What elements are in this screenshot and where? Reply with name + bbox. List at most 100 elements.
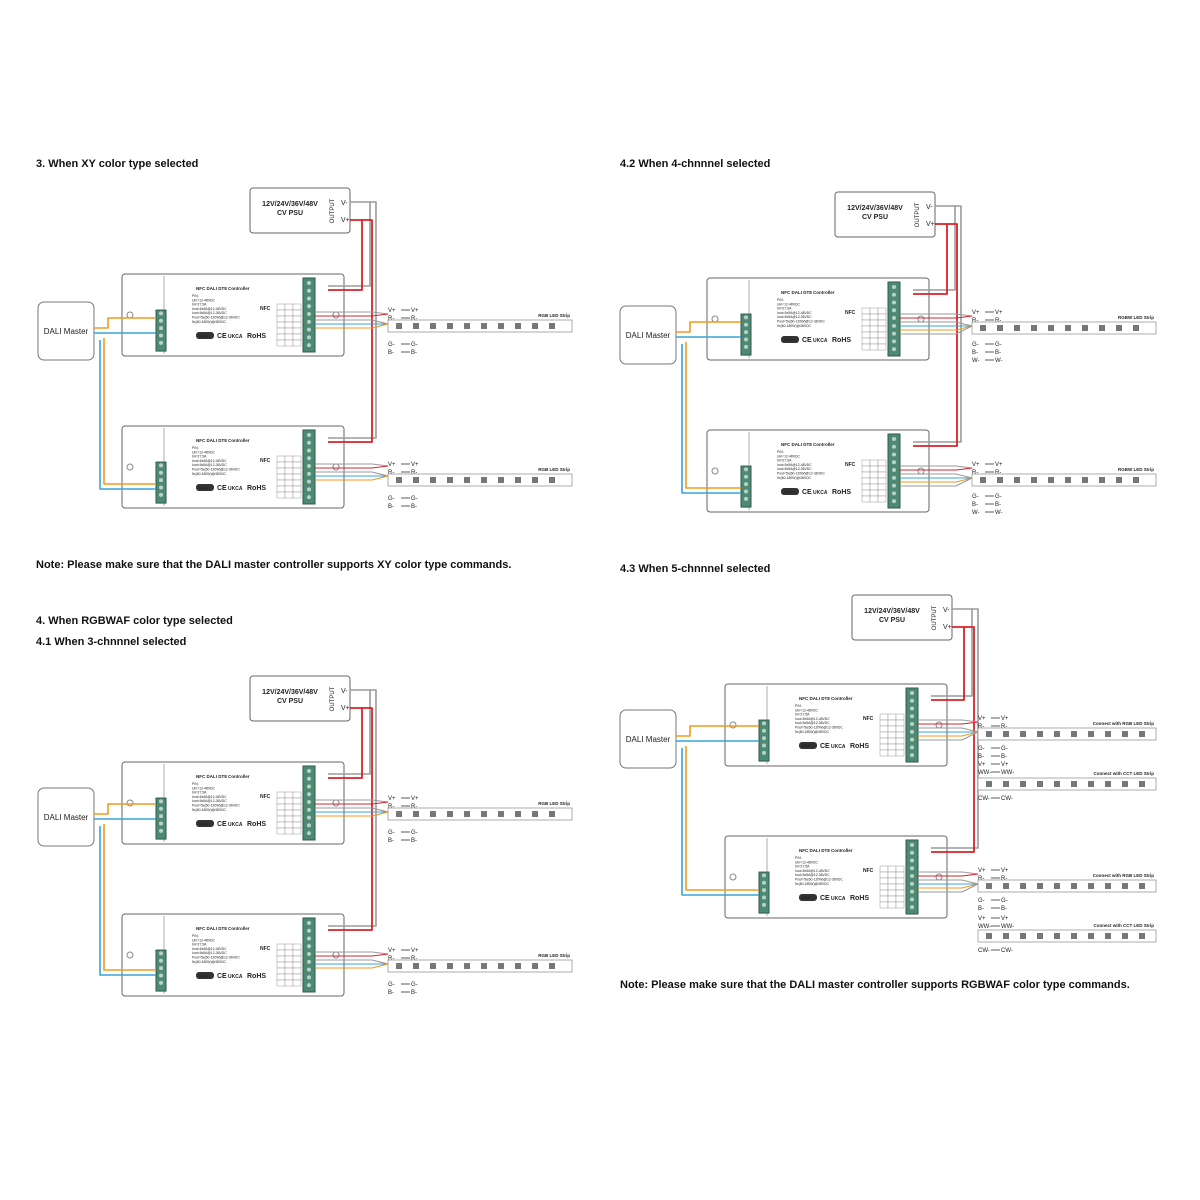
controller: NFC DALI DT8 ControllerP/N:Uin=12-48VDCI… bbox=[724, 683, 948, 767]
psu-positive-wire bbox=[328, 219, 373, 443]
nfc-mark: NFC bbox=[260, 458, 271, 464]
channel-table-cell bbox=[276, 455, 286, 463]
output-wire bbox=[315, 959, 389, 965]
strip-led bbox=[1065, 477, 1071, 483]
strip-led bbox=[1037, 731, 1043, 737]
terminal-screw bbox=[307, 944, 311, 949]
channel-table-cell bbox=[276, 461, 286, 469]
channel-table-cell bbox=[292, 461, 302, 469]
channel-table-cell bbox=[877, 307, 887, 315]
channel-table-cell bbox=[887, 725, 897, 733]
terminal-label: R- bbox=[388, 804, 394, 810]
psu-type-label: CV PSU bbox=[277, 698, 303, 705]
strip-led bbox=[986, 731, 992, 737]
controller-spec: Iin=27.5A bbox=[192, 303, 207, 307]
terminal-screw bbox=[910, 843, 914, 847]
channel-table-cell bbox=[895, 737, 905, 745]
strip-led bbox=[549, 811, 555, 817]
channel-table-cell bbox=[879, 749, 889, 757]
terminal-label: B- bbox=[411, 990, 417, 996]
controller-spec: Uin=12-48VDC bbox=[192, 786, 215, 790]
nfc-mark: NFC bbox=[845, 462, 856, 468]
psu-positive-wire bbox=[913, 223, 948, 295]
terminal-screw bbox=[744, 322, 748, 327]
controller-spec: 5x(60-180W)@48VDC bbox=[192, 808, 227, 812]
controller-spec: P/N: bbox=[192, 782, 199, 786]
channel-table-cell bbox=[879, 713, 889, 721]
channel-table-cell bbox=[877, 465, 887, 473]
strip-led bbox=[464, 477, 470, 483]
controller-spec: Iout=5x5A@12-48VDC bbox=[795, 869, 830, 873]
strip-led bbox=[1071, 883, 1077, 889]
dali-logo bbox=[799, 893, 817, 901]
controller-spec: Iin=27.5A bbox=[192, 455, 207, 459]
terminal-label: B- bbox=[995, 350, 1001, 356]
rohs-mark: RoHS bbox=[247, 973, 266, 980]
psu-negative-wire bbox=[931, 608, 973, 697]
terminal-screw bbox=[307, 936, 311, 941]
psu-output-label: OUTPUT bbox=[915, 202, 921, 227]
channel-table-cell bbox=[887, 731, 897, 739]
controller-title: NFC DALI DT8 Controller bbox=[196, 286, 250, 291]
terminal-label: V+ bbox=[995, 310, 1003, 316]
dali-input-terminal bbox=[155, 949, 167, 992]
terminal-label: V+ bbox=[978, 868, 986, 874]
terminal-screw bbox=[910, 889, 914, 894]
strip-led bbox=[515, 811, 521, 817]
terminal-label: B- bbox=[978, 906, 984, 912]
strip-label: RGBW LED Strip bbox=[1118, 467, 1154, 472]
channel-table-cell bbox=[887, 889, 897, 897]
terminal-label: R- bbox=[978, 724, 984, 730]
terminal-label: W- bbox=[995, 510, 1003, 516]
psu-output-label: OUTPUT bbox=[330, 686, 336, 711]
channel-table-cell bbox=[284, 791, 294, 799]
strip-led bbox=[498, 323, 504, 329]
strip-led bbox=[447, 323, 453, 329]
strip-led bbox=[1020, 781, 1026, 787]
terminal-label: G- bbox=[978, 898, 985, 904]
strip-led bbox=[549, 963, 555, 969]
terminal-label: B- bbox=[388, 838, 394, 844]
strip-led bbox=[413, 963, 419, 969]
controller-title: NFC DALI DT8 Controller bbox=[781, 442, 835, 447]
terminal-screw bbox=[307, 281, 311, 285]
terminal-screw bbox=[307, 471, 311, 476]
channel-table-cell bbox=[895, 749, 905, 757]
dali-master-box bbox=[37, 787, 95, 847]
strip-led bbox=[532, 323, 538, 329]
rohs-mark: RoHS bbox=[850, 743, 869, 750]
strip-led bbox=[1031, 325, 1037, 331]
output-wire bbox=[315, 465, 389, 469]
channel-table-cell bbox=[895, 713, 905, 721]
output-wire bbox=[918, 721, 979, 725]
strip-led bbox=[464, 323, 470, 329]
controller-title: NFC DALI DT8 Controller bbox=[196, 438, 250, 443]
strip-led bbox=[430, 477, 436, 483]
channel-table-cell bbox=[276, 797, 286, 805]
terminal-screw bbox=[744, 337, 748, 342]
controller-spec: Iout=5x5A@12-36VDC bbox=[795, 873, 830, 877]
channel-table-cell bbox=[895, 877, 905, 885]
dali-bus-wire bbox=[103, 338, 156, 485]
channel-table-cell bbox=[276, 973, 286, 981]
controller-title: NFC DALI DT8 Controller bbox=[799, 848, 853, 853]
dali-master: DALI Master bbox=[619, 305, 677, 365]
channel-table-cell bbox=[895, 895, 905, 903]
controller-spec: 5x(60-180W)@48VDC bbox=[192, 472, 227, 476]
terminal-screw bbox=[762, 873, 766, 878]
strip-led bbox=[1122, 933, 1128, 939]
output-wire bbox=[315, 463, 389, 467]
output-wire bbox=[918, 731, 979, 737]
terminal-screw bbox=[159, 973, 163, 978]
rohs-mark: RoHS bbox=[832, 489, 851, 496]
channel-table-cell bbox=[284, 315, 294, 323]
channel-table-cell bbox=[292, 315, 302, 323]
channel-table-cell bbox=[292, 949, 302, 957]
controller-title: NFC DALI DT8 Controller bbox=[781, 290, 835, 295]
terminal-screw bbox=[762, 895, 766, 900]
terminal-label: B- bbox=[1001, 906, 1007, 912]
nfc-mark: NFC bbox=[260, 794, 271, 800]
strip-led bbox=[1082, 477, 1088, 483]
channel-table-cell bbox=[292, 973, 302, 981]
controller-spec: Pout=5x(60-120W)@12-36VDC bbox=[777, 472, 825, 476]
